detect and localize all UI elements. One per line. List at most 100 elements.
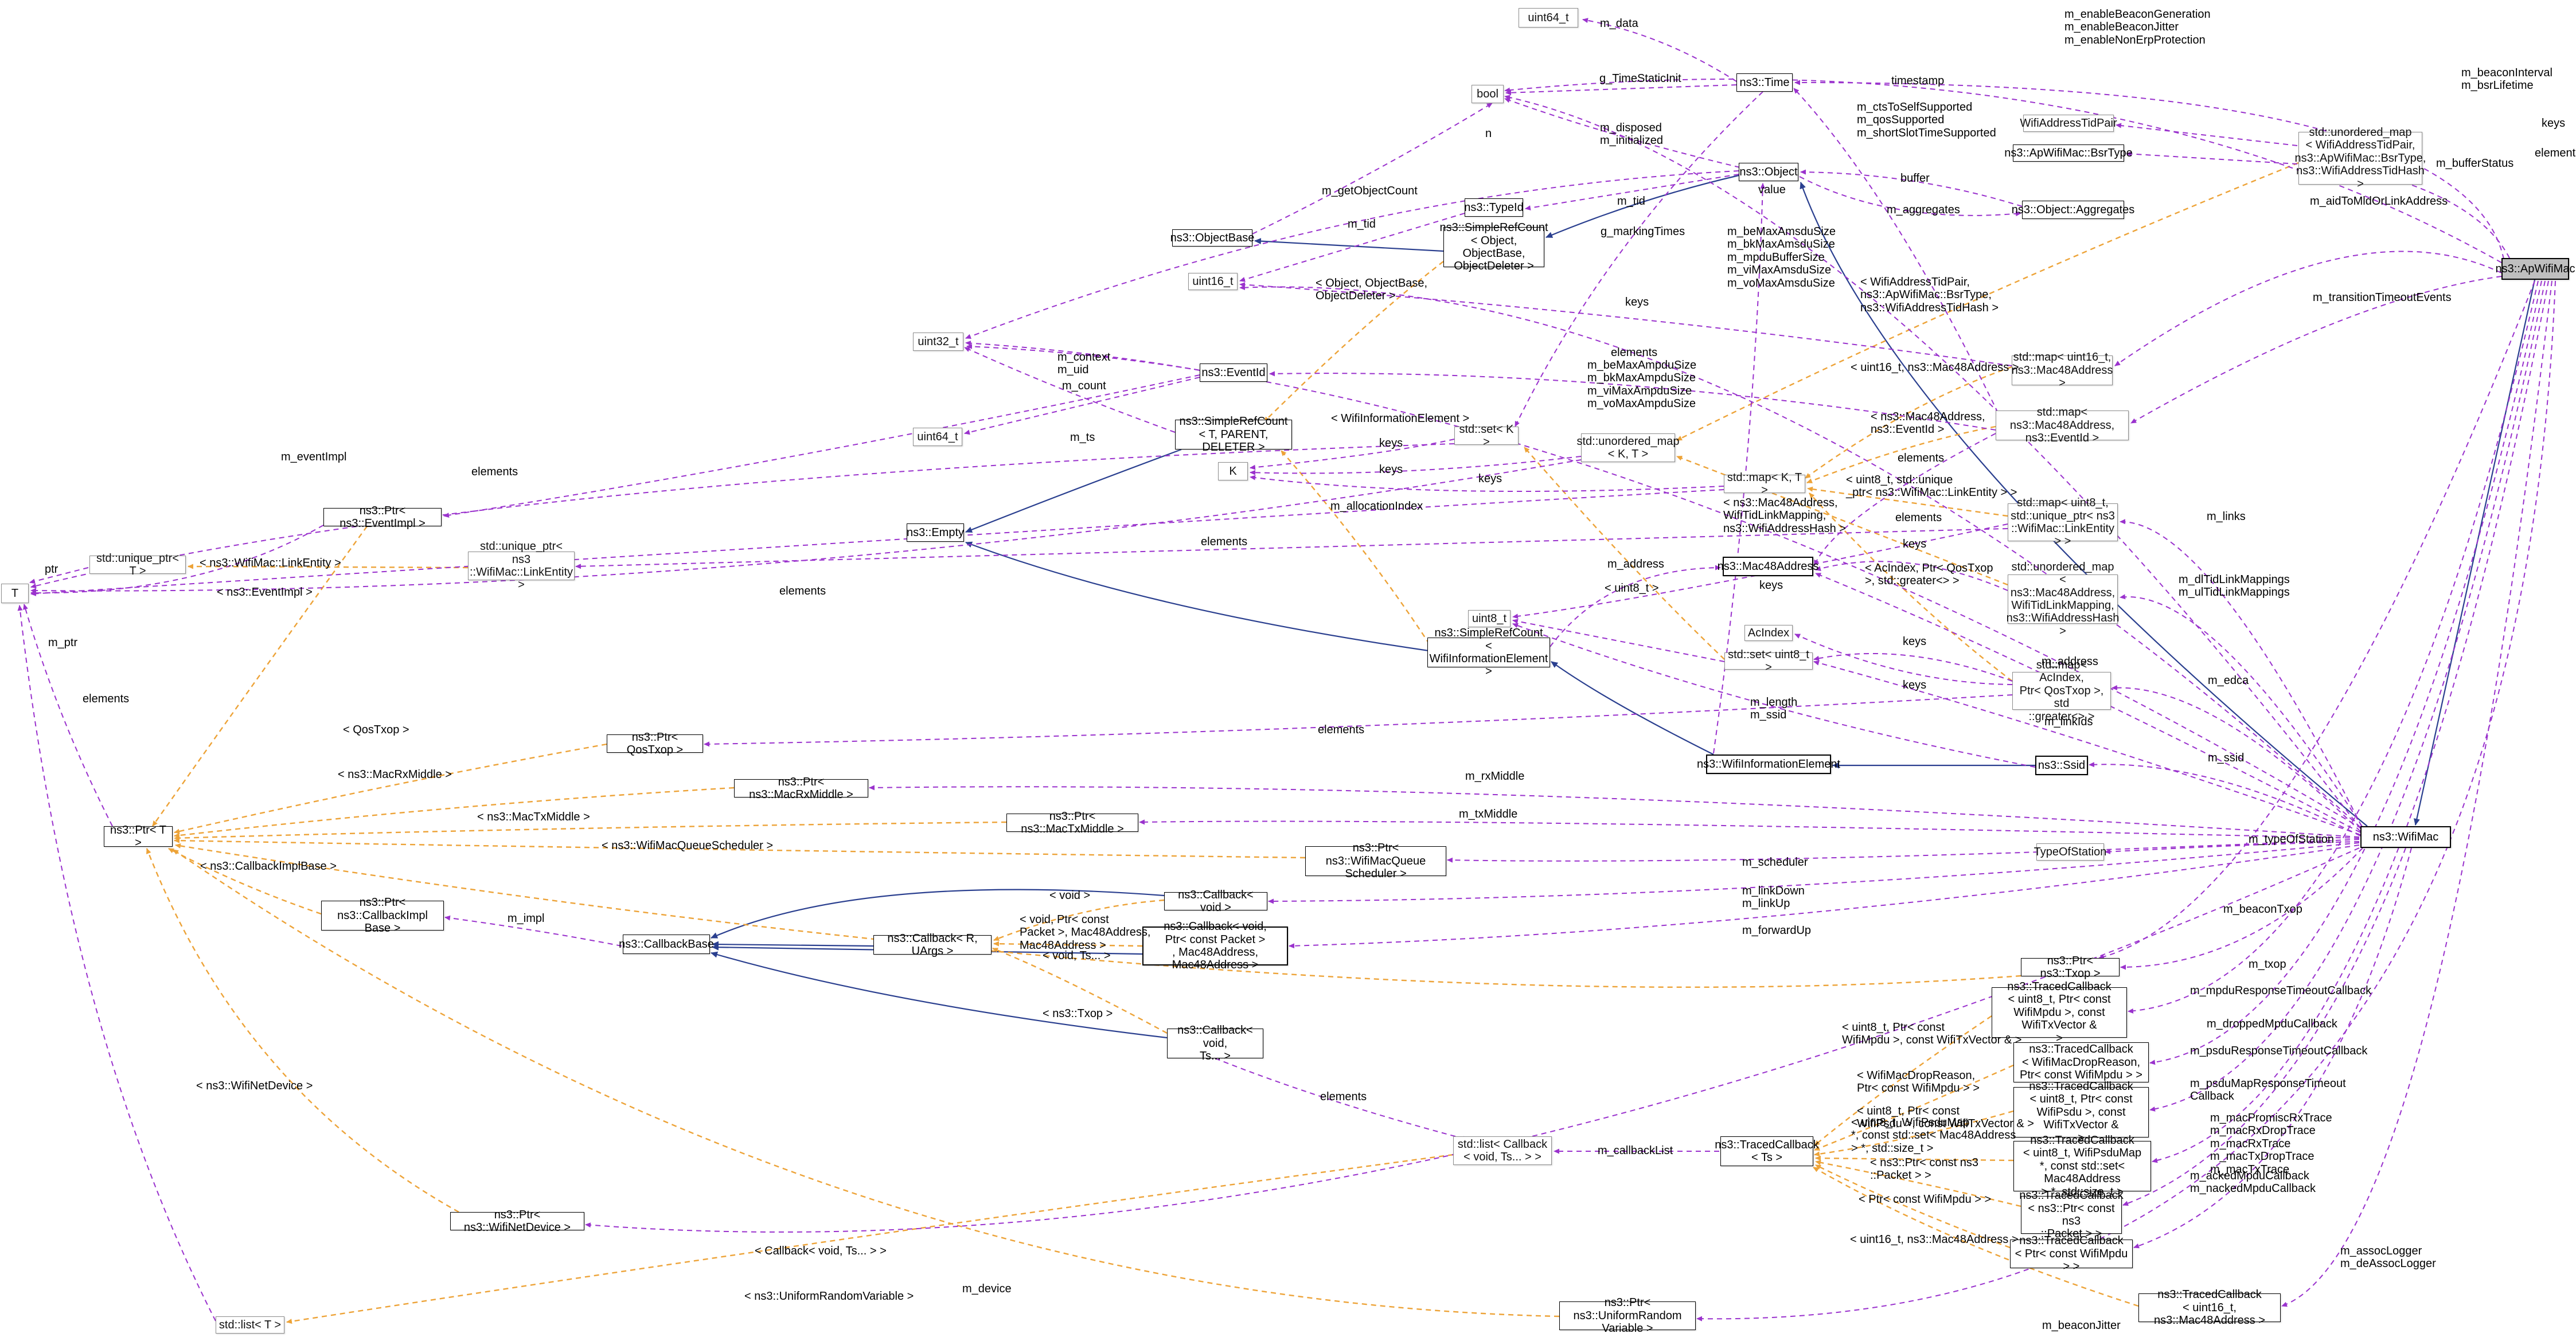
class-node-ptr_wnd[interactable]: ns3::Ptr< ns3::WifiNetDevice > (450, 1209, 584, 1234)
class-node-empty[interactable]: ns3::Empty (907, 523, 964, 542)
member-edge (30, 443, 1455, 589)
class-node-umap_wtlm[interactable]: std::unordered_map < ns3::Mac48Address, … (2006, 560, 2120, 638)
class-node-uptr_T[interactable]: std::unique_ptr< T > (89, 552, 186, 577)
class-node-map_u16_mac[interactable]: std::map< uint16_t, ns3::Mac48Address > (2011, 351, 2113, 390)
class-node-ptr_sched[interactable]: ns3::Ptr< ns3::WifiMacQueue Scheduler > (1305, 842, 1446, 880)
member-edge (30, 489, 1724, 596)
class-node-T[interactable]: T (1, 584, 29, 603)
class-node-objectbase[interactable]: ns3::ObjectBase (1170, 229, 1254, 247)
class-node-mac48[interactable]: ns3::Mac48Address (1718, 557, 1818, 576)
member-edge (1814, 433, 1996, 566)
class-node-apwifimac[interactable]: ns3::ApWifiMac (2496, 258, 2575, 280)
class-node-list_T[interactable]: std::list< T > (216, 1316, 284, 1334)
member-edge (2120, 594, 2363, 828)
class-node-uint64_top[interactable]: uint64_t (1519, 8, 1578, 28)
class-node-cbbase[interactable]: ns3::CallbackBase (619, 935, 714, 954)
class-node-mapKT[interactable]: std::map< K, T > (1724, 471, 1805, 497)
member-edge (1515, 91, 1763, 427)
class-node-ptr_qostxop[interactable]: ns3::Ptr< QosTxop > (607, 731, 703, 756)
class-node-tcb_psdumap[interactable]: ns3::TracedCallback < uint8_t, WifiPsduM… (2013, 1134, 2151, 1198)
inheritance-edge (965, 541, 1433, 652)
class-node-uint64[interactable]: uint64_t (913, 428, 962, 446)
class-node-typeid[interactable]: ns3::TypeId (1464, 198, 1524, 217)
class-node-time[interactable]: ns3::Time (1736, 73, 1793, 92)
class-node-ptr_rxmid[interactable]: ns3::Ptr< ns3::MacRxMiddle > (734, 776, 868, 801)
class-node-uptr_le[interactable]: std::unique_ptr< ns3 ::WifiMac::LinkEnti… (468, 540, 575, 591)
class-node-tcb_mpdu[interactable]: ns3::TracedCallback < Ptr< const WifiMpd… (2010, 1234, 2133, 1273)
member-edge (1504, 79, 2502, 263)
class-node-uint16[interactable]: uint16_t (1188, 273, 1238, 290)
class-node-cb_fwd[interactable]: ns3::Callback< void, Ptr< const Packet >… (1142, 920, 1288, 971)
class-node-tcb_u16mac[interactable]: ns3::TracedCallback < uint16_t, ns3::Mac… (2138, 1288, 2281, 1327)
class-node-tcb_packet[interactable]: ns3::TracedCallback < ns3::Ptr< const ns… (2019, 1189, 2124, 1241)
template-edge (152, 526, 368, 827)
class-node-wie[interactable]: ns3::WifiInformationElement (1697, 754, 1840, 774)
inheritance-edge (711, 889, 1165, 939)
class-node-cb_ruargs[interactable]: ns3::Callback< R, UArgs > (873, 932, 992, 957)
member-edge (2116, 123, 2298, 146)
inheritance-edge (1545, 174, 1739, 239)
member-edge (1289, 845, 2360, 949)
member-edge (2152, 280, 2549, 1163)
class-node-tcb_mpdutxv[interactable]: ns3::TracedCallback < uint8_t, Ptr< cons… (1992, 980, 2127, 1045)
class-node-umap_watp[interactable]: std::unordered_map < WifiAddressTidPair,… (2294, 126, 2426, 190)
class-node-ptr_eventimpl[interactable]: ns3::Ptr< ns3::EventImpl > (323, 505, 442, 530)
member-edge (2111, 685, 2361, 832)
class-node-uint8[interactable]: uint8_t (1468, 610, 1511, 627)
class-node-K[interactable]: K (1218, 462, 1248, 480)
class-node-cb_void[interactable]: ns3::Callback< void > (1164, 889, 1267, 914)
class-node-ptr_txop[interactable]: ns3::Ptr< ns3::Txop > (2021, 955, 2120, 980)
member-edge (1269, 371, 1996, 431)
inheritance-edge (2413, 279, 2536, 826)
class-node-map_mac_event[interactable]: std::map< ns3::Mac48Address, ns3::EventI… (1996, 406, 2129, 444)
class-node-ptr_urv[interactable]: ns3::Ptr< ns3::UniformRandom Variable > (1559, 1296, 1696, 1335)
class-node-typeofstation[interactable]: TypeOfStation (2034, 843, 2106, 861)
class-node-ptrT[interactable]: ns3::Ptr< T > (104, 824, 173, 849)
member-edge (964, 347, 1176, 433)
member-edge (1813, 660, 2361, 835)
class-node-bsrtype[interactable]: ns3::ApWifiMac::BsrType (2004, 144, 2133, 162)
class-node-tcb_drop[interactable]: ns3::TracedCallback < WifiMacDropReason,… (2013, 1042, 2149, 1082)
template-edge (1813, 1166, 2139, 1307)
class-node-map_ac_qos[interactable]: std::map< AcIndex, Ptr< QosTxop >, std :… (2012, 659, 2111, 723)
class-node-src_tpd[interactable]: ns3::SimpleRefCount < T, PARENT, DELETER… (1175, 415, 1292, 454)
class-node-ptr_txmid[interactable]: ns3::Ptr< ns3::MacTxMiddle > (1006, 810, 1138, 835)
member-edge (575, 528, 2008, 569)
class-node-ptr_cbimpl[interactable]: ns3::Ptr< ns3::CallbackImpl Base > (321, 896, 444, 935)
member-edge (1268, 842, 2360, 904)
class-node-wifimac[interactable]: ns3::WifiMac (2360, 826, 2451, 848)
class-node-src_wie[interactable]: ns3::SimpleRefCount < WifiInformationEle… (1427, 627, 1550, 678)
inheritance-edge (712, 941, 874, 948)
template-edge (174, 787, 735, 838)
class-node-watp[interactable]: WifiAddressTidPair (2020, 115, 2117, 132)
member-edge (2128, 280, 2539, 1014)
member-edge (23, 604, 113, 827)
template-edge (1814, 1064, 2014, 1151)
class-node-map_u8_le[interactable]: std::map< uint8_t, std::unique_ptr< ns3 … (2008, 497, 2118, 548)
class-node-cb_voidts[interactable]: ns3::Callback< void, Ts... > (1167, 1024, 1263, 1062)
member-edge (1793, 88, 1999, 413)
class-node-object[interactable]: ns3::Object (1739, 163, 1798, 181)
class-node-list_cb[interactable]: std::list< Callback < void, Ts... > > (1453, 1136, 1552, 1165)
template-edge (174, 838, 1306, 859)
class-node-tcb_ts[interactable]: ns3::TracedCallback < Ts > (1715, 1136, 1819, 1166)
member-edge (2105, 841, 2360, 855)
class-node-acindex[interactable]: AcIndex (1744, 625, 1793, 641)
class-node-setK[interactable]: std::set< K > (1454, 423, 1519, 448)
member-edge (1582, 18, 1737, 82)
class-node-ssid[interactable]: ns3::Ssid (2035, 756, 2088, 775)
inheritance-edge (711, 951, 1168, 1039)
class-node-aggregates[interactable]: ns3::Object::Aggregates (2012, 201, 2134, 219)
class-node-umapKT[interactable]: std::unordered_map < K, T > (1577, 433, 1680, 462)
class-node-src_object[interactable]: ns3::SimpleRefCount < Object, ObjectBase… (1439, 221, 1548, 273)
class-node-tcb_psdutxv[interactable]: ns3::TracedCallback < uint8_t, Ptr< cons… (2013, 1080, 2149, 1144)
class-node-eventid[interactable]: ns3::EventId (1200, 363, 1267, 382)
template-edge (992, 947, 1168, 1034)
class-node-bool[interactable]: bool (1472, 85, 1504, 103)
class-node-set_u8[interactable]: std::set< uint8_t > (1724, 648, 1813, 674)
template-edge (286, 1154, 1454, 1324)
class-node-uint32[interactable]: uint32_t (913, 333, 963, 351)
member-edge (29, 567, 89, 584)
